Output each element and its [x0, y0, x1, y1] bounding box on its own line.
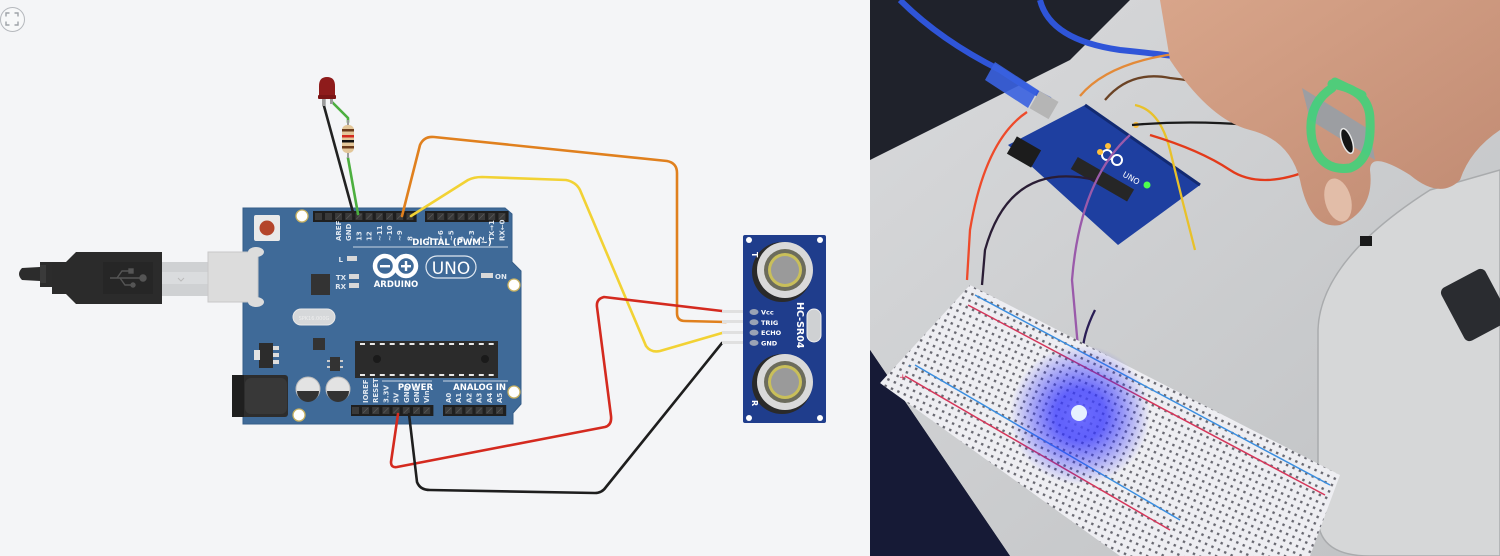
brand-label: ARDUINO	[374, 280, 419, 290]
arduino-logo: ARDUINO UNO	[372, 253, 477, 290]
header-pin-socket[interactable]	[315, 213, 322, 220]
blue-led	[1071, 405, 1087, 421]
rail-minus-label: -	[908, 361, 911, 371]
digital-pin-label: ~11	[376, 225, 384, 241]
sensor-pin-pad[interactable]	[749, 339, 759, 346]
red-led[interactable]	[318, 77, 336, 106]
sensor-model-label: HC-SR04	[794, 302, 805, 349]
digital-pin-label: AREF	[335, 220, 343, 241]
sensor-crystal	[806, 308, 822, 343]
pin-label: IOREF	[362, 379, 370, 403]
receiver-label: R	[750, 400, 759, 406]
digital-header	[313, 211, 509, 222]
dark-floor	[870, 350, 1010, 556]
arduino-uno-board[interactable]: SPK16.000G	[207, 207, 522, 425]
digital-pin-label: 2	[478, 236, 486, 241]
pin-label: A0	[445, 393, 453, 403]
sensor-pin-pad[interactable]	[749, 319, 759, 326]
circuit-canvas[interactable]: SPK16.000G	[0, 0, 870, 556]
power-header	[351, 405, 434, 416]
transmitter-transducer	[752, 242, 813, 302]
sensor-pin-pad[interactable]	[749, 329, 759, 336]
reset-button[interactable]	[254, 215, 280, 241]
digital-pin-label: ~9	[396, 230, 404, 241]
digital-pin-label: 13	[355, 231, 363, 241]
pin-label: A1	[455, 393, 463, 403]
pin-label: 5V	[393, 392, 401, 403]
capacitor	[295, 376, 321, 402]
pin-label: GND	[413, 385, 421, 403]
build-photo: UNO + -	[870, 0, 1500, 556]
digital-pin-label: 12	[366, 231, 374, 241]
wire-pin8-echo[interactable]	[409, 175, 724, 353]
receiver-transducer	[752, 354, 813, 414]
model-label: UNO	[432, 259, 471, 279]
wire-led-resistor[interactable]	[330, 100, 350, 124]
resistor[interactable]	[342, 120, 354, 158]
digital-pin-label: 4	[458, 236, 466, 241]
power-jack	[232, 375, 288, 417]
led-label-rx: RX	[335, 283, 346, 291]
status-leds: L TX RX ON	[335, 256, 507, 291]
pin-label: RESET	[372, 378, 380, 403]
digital-pin-label: 8	[406, 236, 414, 241]
atmega-chip	[355, 341, 498, 378]
analog-header	[443, 405, 507, 416]
digital-pin-label: RX←0	[498, 219, 506, 241]
sensor-pin-label: GND	[761, 339, 778, 347]
annotation-circle	[1306, 77, 1375, 173]
usb-b-port	[207, 251, 259, 303]
wire-resistor-pin13[interactable]	[346, 156, 360, 216]
laptop-key	[1440, 268, 1500, 342]
wire-led-gnd[interactable]	[322, 97, 356, 218]
digital-pin-label: ~6	[437, 230, 445, 241]
pin-label: A3	[476, 393, 484, 403]
usb-cable[interactable]	[19, 252, 210, 304]
digital-pin-label: 7	[427, 236, 435, 241]
digital-pin-label: GND	[345, 223, 353, 241]
wire-5v-vcc[interactable]	[389, 295, 724, 469]
rail-plus-label: +	[899, 373, 907, 383]
wire-gnd-sensor[interactable]	[407, 341, 724, 495]
crystal-label: SPK16.000G	[299, 316, 330, 322]
build-photo-illustration: UNO + -	[870, 0, 1500, 556]
fit-view-button[interactable]	[0, 7, 25, 32]
digital-pin-label: ~10	[386, 225, 394, 241]
pin-label: A2	[465, 393, 473, 403]
crystal-oscillator	[292, 308, 336, 326]
digital-pin-label: TX→1	[488, 220, 496, 241]
usb-chip	[311, 274, 330, 295]
pin-label: Vin	[423, 390, 431, 403]
digital-header-label: DIGITAL (PWM~)	[412, 238, 492, 248]
power-header-label: POWER	[398, 383, 434, 393]
pin-label: A4	[486, 393, 494, 403]
digital-pin-label: ~3	[468, 230, 476, 241]
laptop	[1317, 169, 1500, 556]
capacitor	[325, 376, 351, 402]
led-label-on: ON	[495, 273, 507, 281]
transmitter-label: T	[750, 252, 759, 258]
circuit-diagram: SPK16.000G	[19, 77, 826, 495]
header-pin-socket[interactable]	[325, 213, 332, 220]
header-pin-socket[interactable]	[352, 407, 359, 414]
sensor-pin-label: Vcc	[761, 309, 774, 317]
led-label-tx: TX	[336, 274, 347, 282]
sensor-pin-label: ECHO	[761, 329, 782, 337]
sensor-pin-label: TRIG	[761, 319, 778, 327]
pin-label: 3.3V	[382, 385, 390, 403]
pin-label: A5	[496, 393, 504, 403]
usb-icon	[110, 268, 147, 288]
digital-pin-label: ~5	[447, 230, 455, 241]
led-label-l: L	[339, 256, 344, 264]
analog-header-label: ANALOG IN	[453, 383, 506, 393]
pin-label: GND	[403, 385, 411, 403]
wire-pin9-trig[interactable]	[400, 135, 728, 324]
fit-to-view-icon	[5, 12, 19, 26]
photo-arduino-board: UNO	[1006, 103, 1201, 245]
sensor-pin-pad[interactable]	[749, 309, 759, 315]
